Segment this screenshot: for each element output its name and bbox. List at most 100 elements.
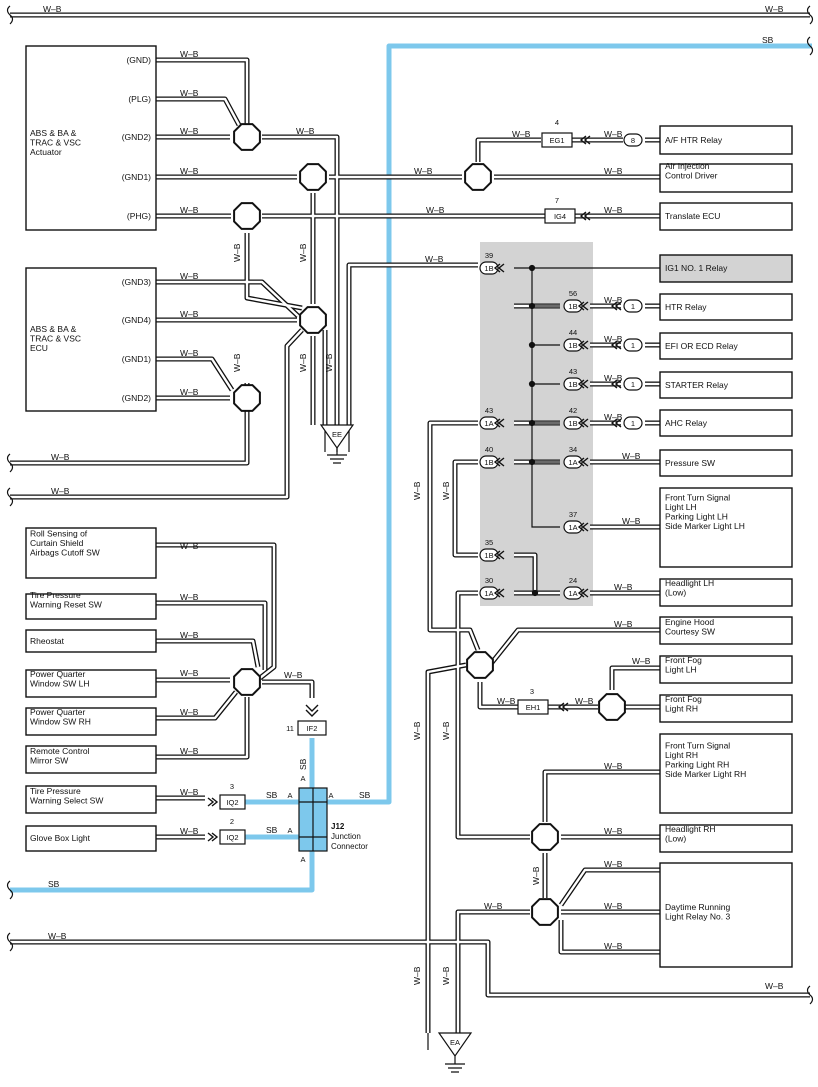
pin-connector [623, 416, 643, 430]
splice-point [299, 306, 327, 334]
terminal-arrow [577, 457, 589, 467]
junction-name: Connector [331, 842, 368, 851]
splice-point [233, 668, 261, 696]
wire-color-label: W–B [604, 295, 623, 305]
connector [517, 699, 549, 715]
component-name: Power Quarter [30, 669, 85, 679]
pin-name: (GND3) [122, 277, 151, 287]
connector-pin: 4 [555, 118, 559, 127]
wire-color-label: W–B [324, 353, 334, 372]
wire-color-label: W–B [180, 126, 199, 136]
splice-point [233, 202, 261, 230]
terminal-arrow [557, 702, 569, 712]
terminal-arrow [610, 379, 622, 389]
wire-color-label: W–B [512, 129, 531, 139]
pin-number: 37 [569, 510, 577, 519]
junction-pin: A [287, 826, 292, 835]
ground-label: EE [332, 430, 342, 439]
wire-color-label: W–B [604, 826, 623, 836]
component-name: Front Fog [665, 655, 702, 665]
component-name: Control Driver [665, 171, 718, 181]
component-name: Translate ECU [665, 211, 720, 221]
terminal-arrow [610, 418, 622, 428]
wire-color-label: W–B [632, 656, 651, 666]
pin-name: (GND1) [122, 172, 151, 182]
component-name: Warning Select SW [30, 796, 103, 806]
connector-pin: 3 [530, 687, 534, 696]
pin-number: 39 [485, 251, 493, 260]
connector [219, 794, 246, 810]
terminal-arrow [493, 550, 505, 560]
component-name: Airbags Cutoff SW [30, 547, 100, 557]
pin-name: (GND2) [122, 132, 151, 142]
wire-color-label: W–B [614, 619, 633, 629]
pin-connector-label: 1A [568, 523, 577, 532]
connector-label: IF2 [307, 724, 318, 733]
component-name: Remote Control [30, 746, 90, 756]
connector-label: IQ2 [226, 798, 238, 807]
component-name: (Low) [665, 588, 686, 598]
component-name: Air Injection [665, 161, 710, 171]
pin-connector-label: 1 [631, 380, 635, 389]
terminal-arrow [305, 704, 319, 717]
terminal-arrow [579, 211, 591, 221]
pin-name: (GND4) [122, 315, 151, 325]
wire-color-label: W–B [180, 826, 199, 836]
terminal-arrow [493, 457, 505, 467]
component-name: Side Marker Light RH [665, 769, 746, 779]
wire-color-label: W–B [412, 721, 422, 740]
pin-connector-label: 1B [568, 419, 577, 428]
pin-number: 30 [485, 576, 493, 585]
wire-color-label: SB [359, 790, 371, 800]
component-name: Pressure SW [665, 458, 715, 468]
component-name: Headlight RH [665, 824, 716, 834]
wire-color-label: W–B [412, 966, 422, 985]
connector [297, 720, 327, 736]
wire-color-label: W–B [425, 254, 444, 264]
component-name: AHC Relay [665, 418, 708, 428]
component-name: Mirror SW [30, 756, 68, 766]
wire-color-label: W–B [484, 901, 503, 911]
junction-name: Junction [331, 832, 361, 841]
wire-color-label: W–B [497, 696, 516, 706]
component-name: Parking Light RH [665, 760, 729, 770]
splice-point [233, 123, 261, 151]
wire-color-label: W–B [232, 243, 242, 262]
connector [541, 132, 573, 148]
connector-pin: 11 [286, 724, 294, 733]
component-name: TRAC & VSC [30, 138, 81, 148]
terminal-arrow [493, 418, 505, 428]
pin-number: 34 [569, 445, 577, 454]
component-name: IG1 NO. 1 Relay [665, 263, 728, 273]
pin-number: 43 [569, 367, 577, 376]
wire-color-label: W–B [765, 981, 784, 991]
wire-color-label: W–B [180, 541, 199, 551]
component-name: (Low) [665, 834, 686, 844]
component-name: EFI OR ECD Relay [665, 341, 738, 351]
wb-wires [10, 12, 810, 1033]
wire-color-label: W–B [180, 49, 199, 59]
pin-name: (PHG) [127, 211, 151, 221]
terminal-arrow [577, 301, 589, 311]
connector-label: IQ2 [226, 833, 238, 842]
wire-color-label: W–B [180, 271, 199, 281]
wire-color-label: W–B [284, 670, 303, 680]
wire-color-label: W–B [604, 412, 623, 422]
pin-name: (GND2) [122, 393, 151, 403]
component-name: Curtain Shield [30, 538, 84, 548]
component-name: Front Turn Signal [665, 741, 730, 751]
terminal-arrow [577, 379, 589, 389]
connector [219, 829, 246, 845]
pin-name: (GND1) [122, 354, 151, 364]
junction-pin: A [300, 774, 305, 783]
wire-color-label: W–B [180, 166, 199, 176]
component-name: Window SW RH [30, 717, 91, 727]
wire-color-label: SB [298, 758, 308, 770]
pin-connector-label: 1B [484, 551, 493, 560]
splice-point [531, 898, 559, 926]
pin-connector [623, 338, 643, 352]
wire-color-label: W–B [298, 243, 308, 262]
internal-wiring [514, 264, 660, 597]
component-name: Light Relay No. 3 [665, 912, 730, 922]
terminal-arrow [579, 135, 591, 145]
